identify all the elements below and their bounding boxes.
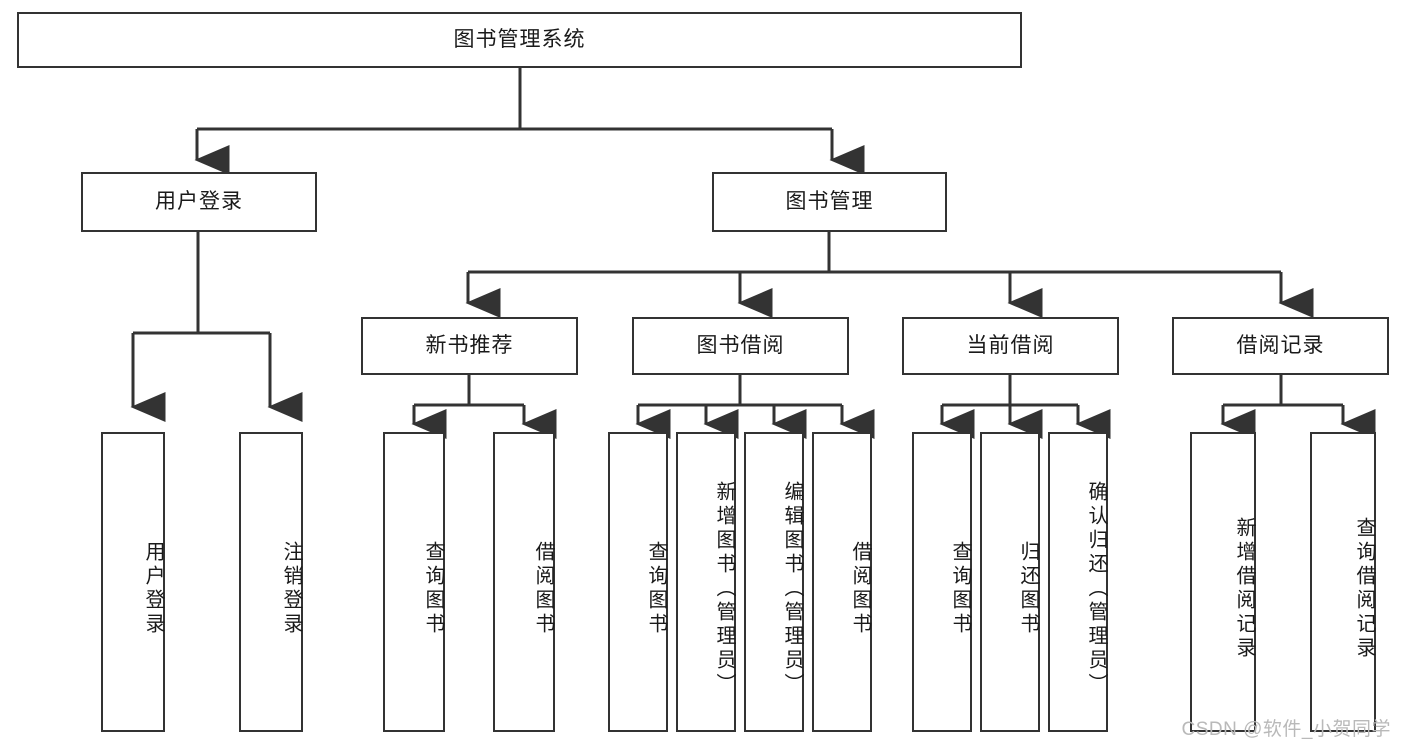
node-label: 确认归还（管理员）	[1085, 481, 1107, 697]
node-label: 查询图书	[949, 541, 971, 637]
node-label: 注销登录	[280, 541, 302, 637]
leaf-book-borrow-query-book[interactable]: 查询图书	[608, 432, 668, 732]
node-label: 借阅图书	[532, 541, 554, 637]
leaf-new-book-query-book[interactable]: 查询图书	[383, 432, 445, 732]
node-label: 图书借阅	[696, 334, 785, 358]
node-label: 查询借阅记录	[1353, 517, 1375, 661]
leaf-current-borrow-confirm-return-admin[interactable]: 确认归还（管理员）	[1048, 432, 1108, 732]
leaf-current-borrow-query-book[interactable]: 查询图书	[912, 432, 972, 732]
node-label: 新增借阅记录	[1233, 517, 1255, 661]
node-label: 借阅图书	[849, 541, 871, 637]
node-current-borrow[interactable]: 当前借阅	[902, 317, 1119, 375]
node-borrow-record[interactable]: 借阅记录	[1172, 317, 1389, 375]
leaf-user-login-login[interactable]: 用户登录	[101, 432, 165, 732]
leaf-user-login-logout[interactable]: 注销登录	[239, 432, 303, 732]
leaf-current-borrow-return-book[interactable]: 归还图书	[980, 432, 1040, 732]
leaf-new-book-borrow-book[interactable]: 借阅图书	[493, 432, 555, 732]
node-label: 图书管理	[785, 190, 874, 214]
node-label: 用户登录	[142, 541, 164, 637]
node-label: 当前借阅	[966, 334, 1055, 358]
node-label: 新增图书（管理员）	[713, 481, 735, 697]
node-label: 用户登录	[155, 190, 243, 214]
leaf-book-borrow-add-book-admin[interactable]: 新增图书（管理员）	[676, 432, 736, 732]
node-new-book-recommend[interactable]: 新书推荐	[361, 317, 578, 375]
node-label: 编辑图书（管理员）	[781, 481, 803, 697]
node-label: 查询图书	[422, 541, 444, 637]
leaf-borrow-record-query-record[interactable]: 查询借阅记录	[1310, 432, 1376, 732]
node-user-login[interactable]: 用户登录	[81, 172, 317, 232]
node-book-borrow[interactable]: 图书借阅	[632, 317, 849, 375]
node-label: 新书推荐	[425, 334, 514, 358]
node-label: 借阅记录	[1236, 334, 1325, 358]
node-label: 图书管理系统	[453, 28, 586, 52]
node-book-management[interactable]: 图书管理	[712, 172, 947, 232]
node-root-book-management-system[interactable]: 图书管理系统	[17, 12, 1022, 68]
leaf-book-borrow-borrow-book[interactable]: 借阅图书	[812, 432, 872, 732]
leaf-book-borrow-edit-book-admin[interactable]: 编辑图书（管理员）	[744, 432, 804, 732]
node-label: 查询图书	[645, 541, 667, 637]
node-label: 归还图书	[1017, 541, 1039, 637]
leaf-borrow-record-add-record[interactable]: 新增借阅记录	[1190, 432, 1256, 732]
csdn-watermark: CSDN @软件_小贺同学	[1181, 719, 1391, 740]
